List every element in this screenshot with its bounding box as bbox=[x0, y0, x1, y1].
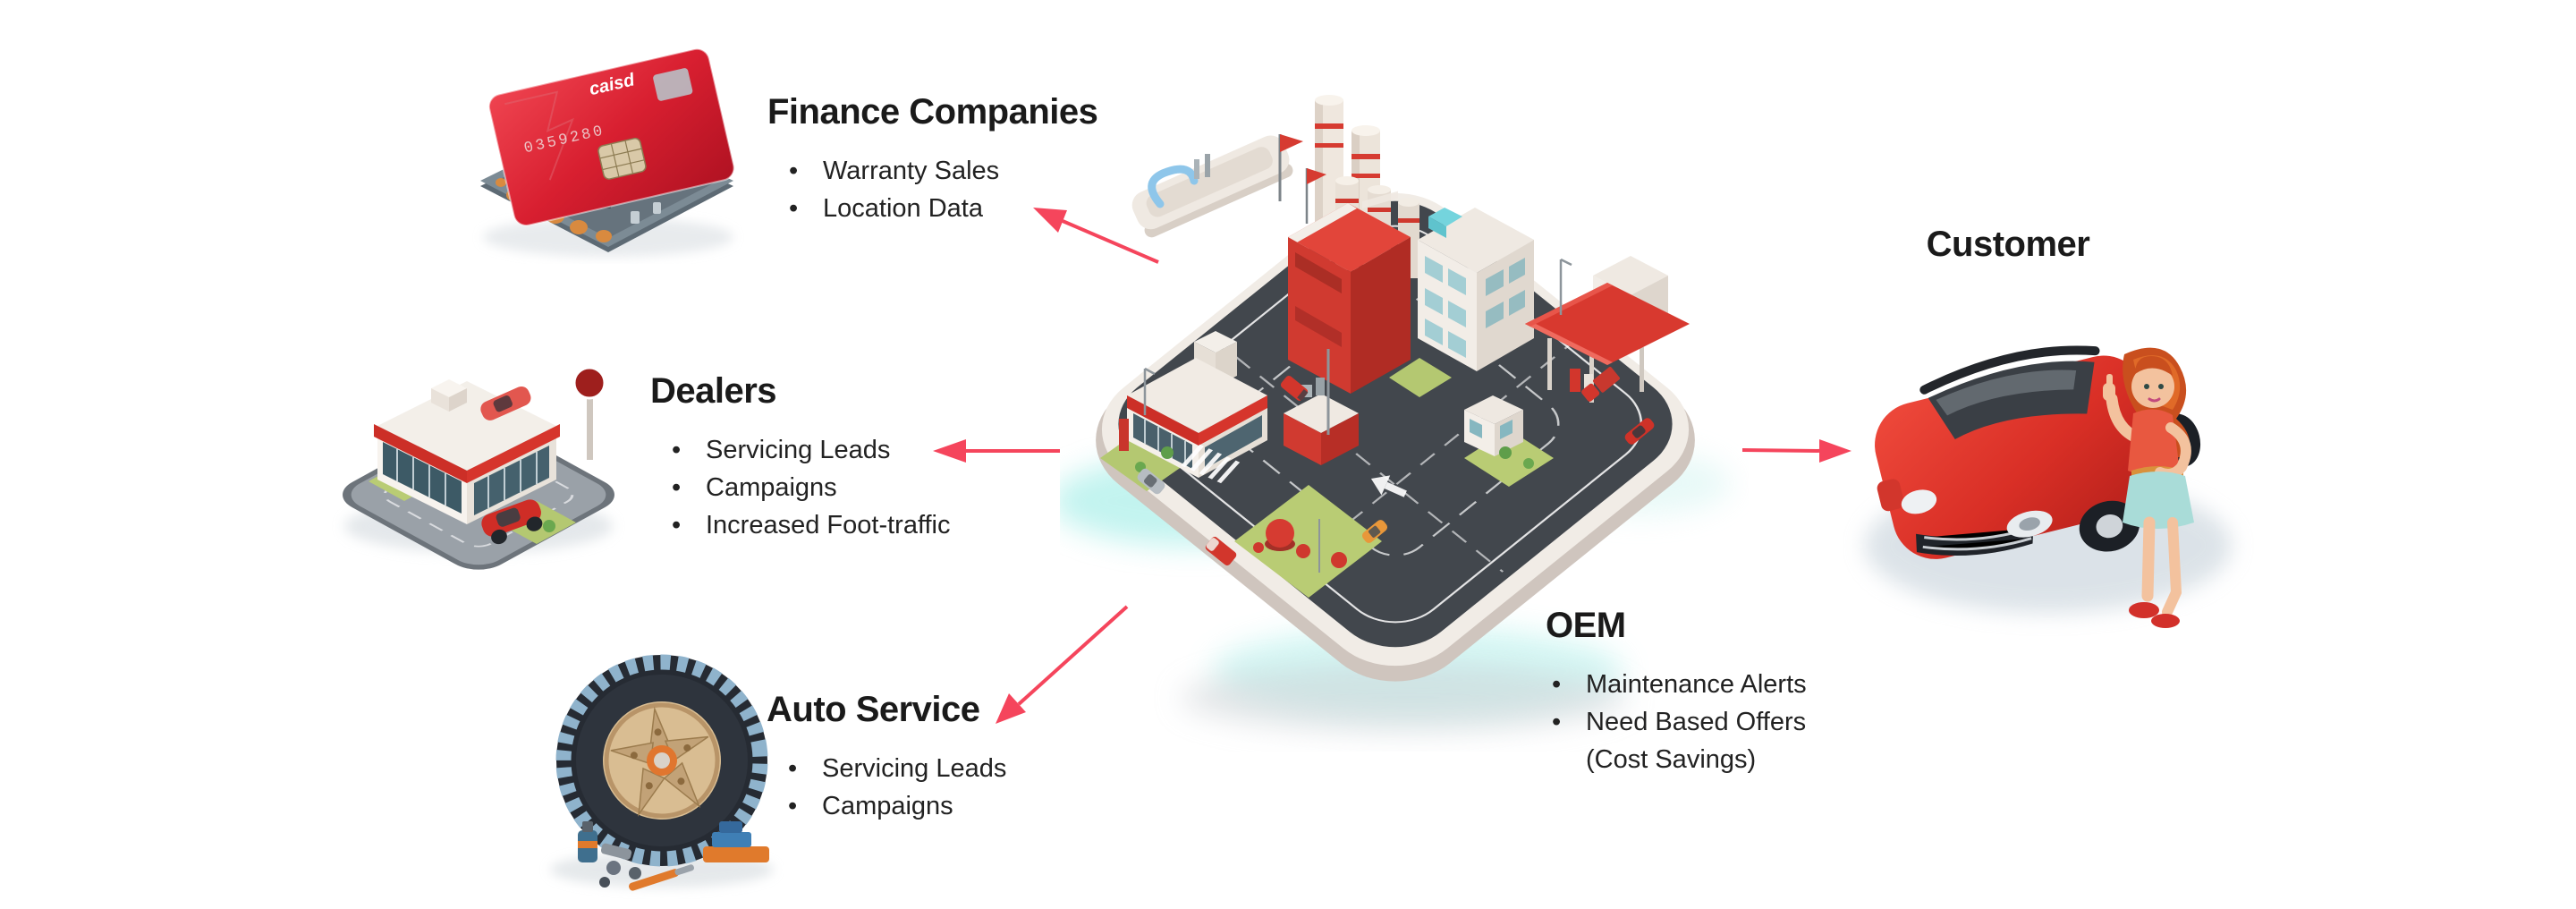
bullet-item: Servicing Leads bbox=[767, 750, 1142, 787]
customer-illustration bbox=[1838, 268, 2267, 658]
credit-card: caisd 0359280 bbox=[487, 47, 735, 227]
finance-bullet-list: Warranty Sales Location Data bbox=[767, 152, 1143, 227]
bullet-item: Need Based Offers (Cost Savings) bbox=[1546, 703, 1814, 778]
auto-service-title: Auto Service bbox=[767, 690, 980, 729]
bullet-item: Warranty Sales bbox=[767, 152, 1143, 190]
lawn-props bbox=[1135, 446, 1534, 573]
parked-red-car bbox=[481, 499, 543, 545]
vehicles bbox=[1137, 366, 1655, 566]
oem-bullet-list: Maintenance Alerts Need Based Offers (Co… bbox=[1546, 666, 1814, 778]
finance-companies-node: Finance Companies Warranty Sales Locatio… bbox=[767, 93, 1143, 227]
dealership-sign bbox=[572, 366, 606, 460]
glass-office-building bbox=[1418, 208, 1534, 371]
tire-illustration bbox=[528, 626, 796, 904]
finance-title: Finance Companies bbox=[767, 92, 1098, 132]
oem-factory-campus-illustration bbox=[1051, 54, 1749, 756]
dealership-building bbox=[374, 379, 560, 524]
service-canopy bbox=[1525, 256, 1690, 403]
bullet-item: Servicing Leads bbox=[650, 431, 1026, 469]
bullet-item: Increased Foot-traffic bbox=[650, 506, 1026, 544]
dealers-node: Dealers Servicing Leads Campaigns Increa… bbox=[650, 372, 1026, 544]
customer-woman bbox=[2103, 347, 2194, 628]
dealers-bullet-list: Servicing Leads Campaigns Increased Foot… bbox=[650, 431, 1026, 544]
dealers-title: Dealers bbox=[650, 371, 777, 411]
red-factory-building bbox=[1288, 191, 1411, 394]
crosswalk bbox=[1181, 444, 1241, 484]
road-arrow bbox=[1370, 475, 1407, 497]
card-chip bbox=[597, 137, 647, 180]
credit-card-illustration: caisd 0359280 bbox=[461, 36, 756, 268]
red-car bbox=[1875, 345, 2201, 559]
bullet-item: Campaigns bbox=[650, 469, 1026, 506]
oem-node: OEM Maintenance Alerts Need Based Offers… bbox=[1546, 607, 1832, 778]
arrow-to-customer bbox=[1741, 439, 1852, 463]
tire bbox=[555, 654, 768, 867]
bullet-item: Location Data bbox=[767, 190, 1143, 227]
red-flags bbox=[1278, 134, 1326, 224]
elevated-deck bbox=[1131, 135, 1293, 238]
customer-node: Customer bbox=[1874, 225, 2142, 263]
blue-pipe bbox=[1148, 165, 1199, 208]
bullet-item: Campaigns bbox=[767, 787, 1142, 825]
tools bbox=[578, 821, 769, 891]
auto-service-node: Auto Service Servicing Leads Campaigns bbox=[767, 691, 1142, 825]
red-kiosk bbox=[1284, 349, 1359, 465]
dealership-illustration bbox=[322, 311, 635, 580]
auto-service-bullet-list: Servicing Leads Campaigns bbox=[767, 750, 1142, 825]
street-lights bbox=[1143, 258, 1572, 415]
small-white-building bbox=[1464, 395, 1523, 456]
oem-title: OEM bbox=[1546, 606, 1626, 645]
customer-title: Customer bbox=[1926, 225, 2090, 264]
bullet-item: Maintenance Alerts bbox=[1546, 666, 1814, 703]
